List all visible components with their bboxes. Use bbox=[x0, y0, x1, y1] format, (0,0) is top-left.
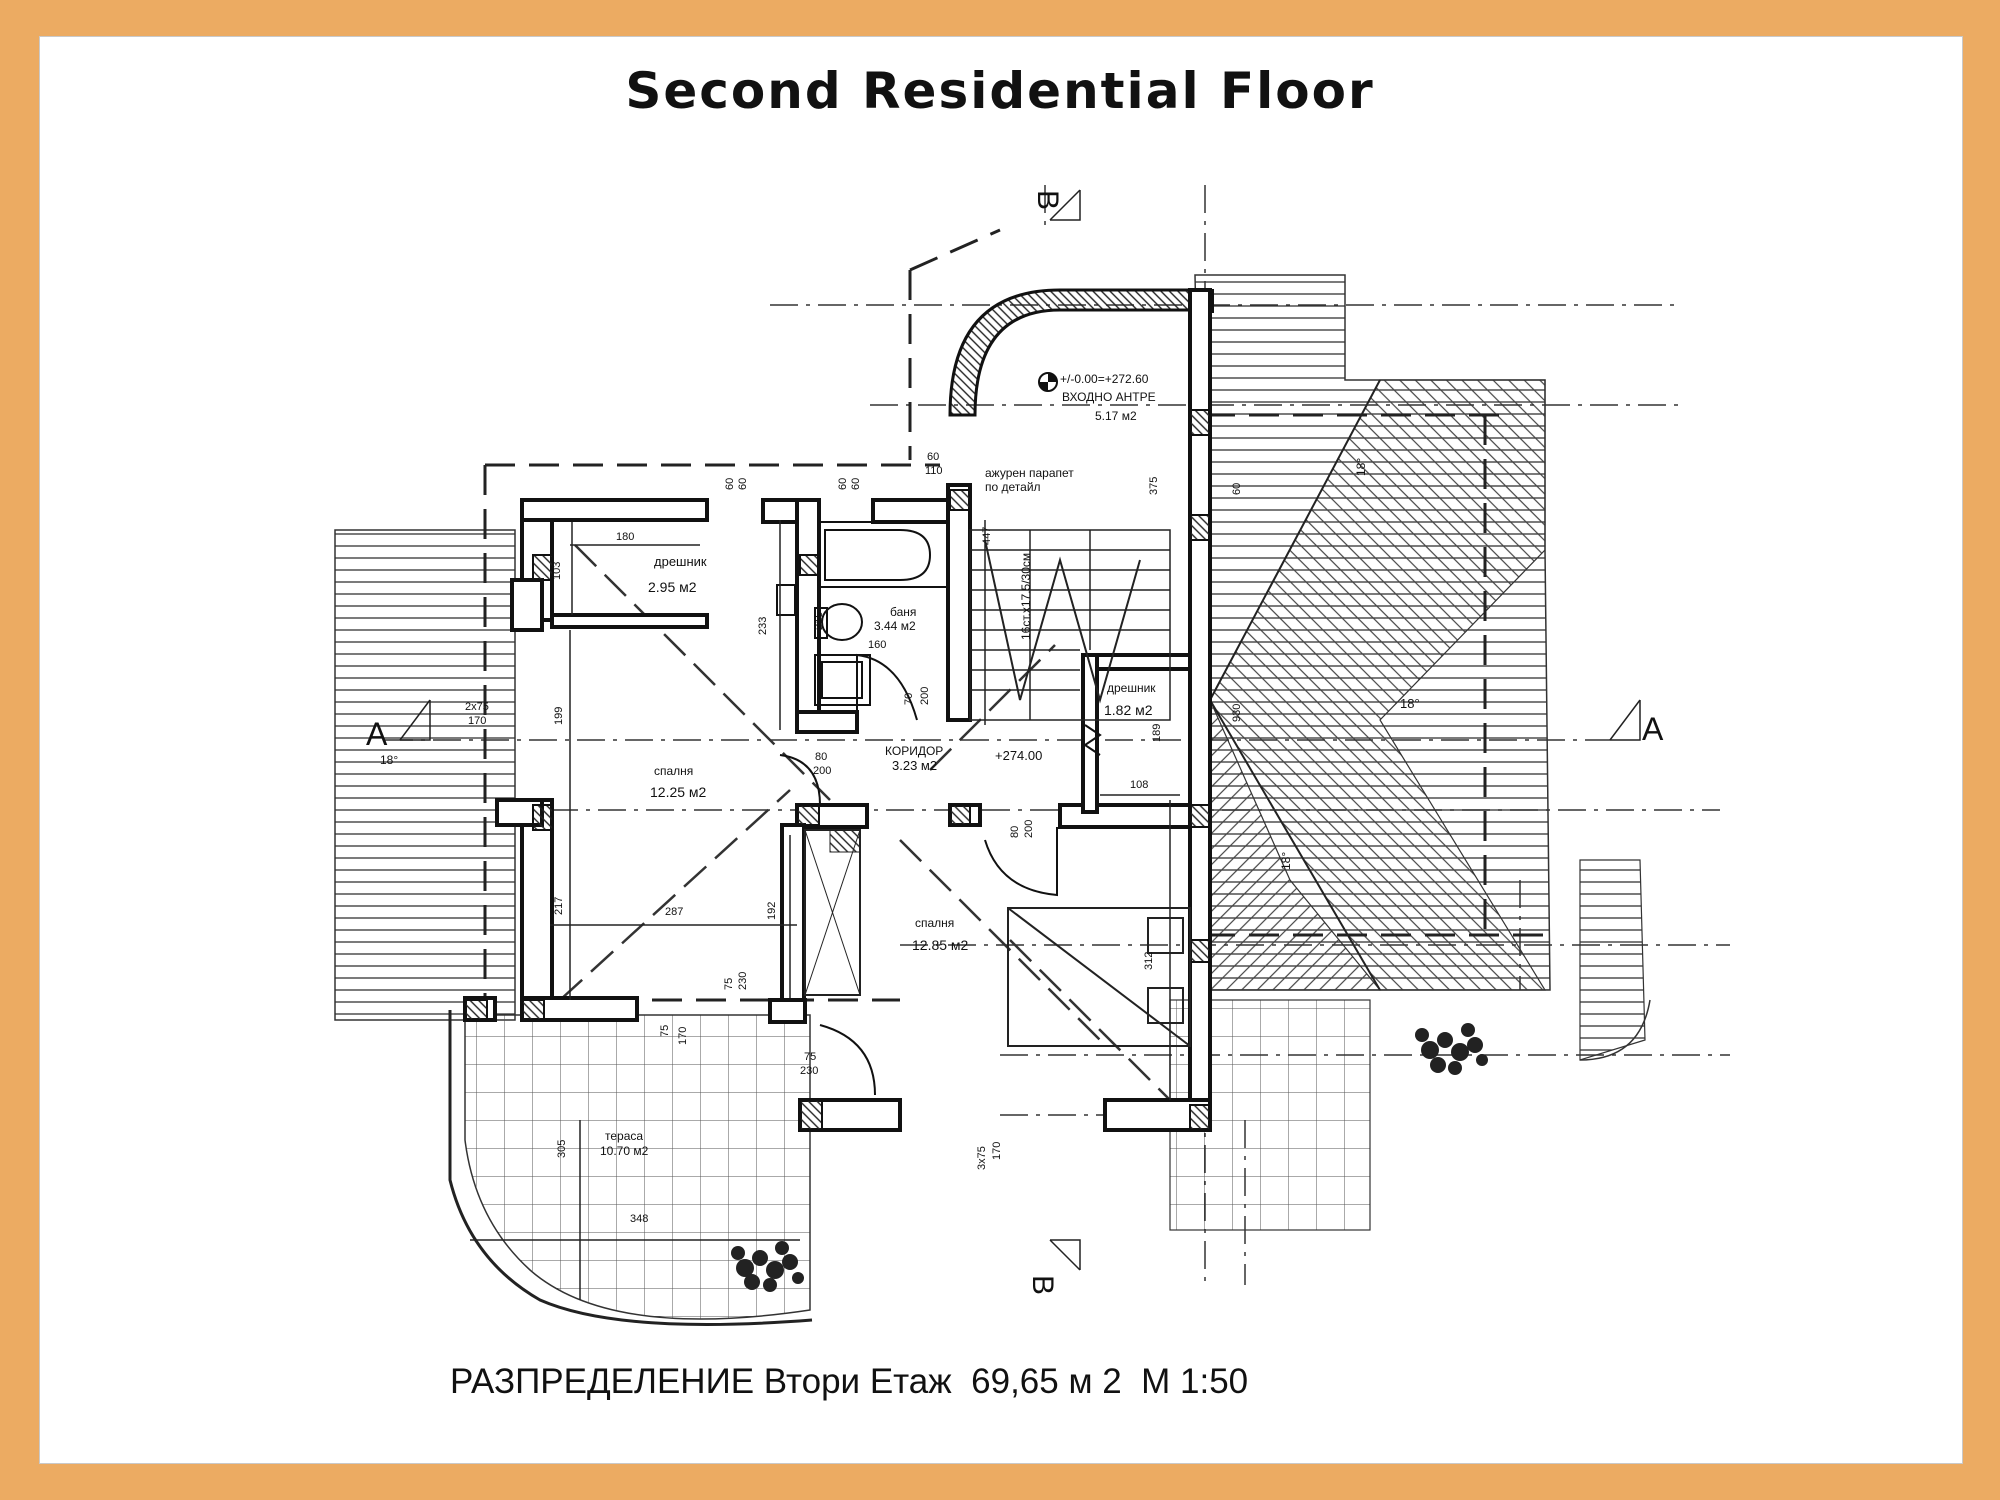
dim-60f: 60 bbox=[1231, 483, 1243, 495]
dim-60d: 60 bbox=[837, 478, 849, 490]
bedroom-1-name: спалня bbox=[654, 764, 693, 778]
dim-215: 215 bbox=[813, 612, 825, 630]
dim-75c: 75 bbox=[804, 1051, 816, 1063]
page-title: Second Residential Floor bbox=[625, 62, 1375, 120]
closet-2-name: дрешник bbox=[1107, 681, 1156, 695]
parapet-note-2: по детайл bbox=[985, 480, 1041, 494]
projection-lines bbox=[559, 544, 1191, 1121]
dimension-labels: 60 110 60 60 60 60 180 103 233 215 160 7… bbox=[465, 451, 1243, 1225]
bathroom-fixtures bbox=[776, 521, 949, 706]
closet-2-area: 1.82 м2 bbox=[1104, 702, 1153, 718]
dim-217: 217 bbox=[553, 897, 565, 915]
bedroom-2-name: спалня bbox=[915, 916, 954, 930]
section-label-b-bottom: B bbox=[1026, 1275, 1059, 1295]
plant-right bbox=[1415, 1023, 1488, 1075]
dim-375: 375 bbox=[1148, 477, 1160, 495]
entrance-area: 5.17 м2 bbox=[1095, 409, 1137, 423]
section-label-a-left: A bbox=[366, 716, 388, 752]
bedroom-1-area: 12.25 м2 bbox=[650, 784, 707, 800]
closet-1-name: дрешник bbox=[654, 554, 707, 569]
dim-70: 70 bbox=[903, 693, 915, 705]
section-marker-bottom: B bbox=[1026, 1239, 1081, 1295]
dim-447: 447 bbox=[981, 527, 993, 545]
dim-103: 103 bbox=[551, 562, 563, 580]
roof-left bbox=[334, 529, 516, 1021]
plan-caption: РАЗПРЕДЕЛЕНИЕ Втори Етаж 69,65 м 2 М 1:5… bbox=[450, 1362, 1249, 1401]
dimension-lines bbox=[470, 520, 1180, 1300]
terrace-name: тераса bbox=[605, 1129, 643, 1143]
dim-305: 305 bbox=[556, 1140, 568, 1158]
section-marker-top: B bbox=[1031, 189, 1081, 221]
dim-230a: 230 bbox=[737, 972, 749, 990]
dim-160: 160 bbox=[868, 639, 886, 651]
section-marker-left: A bbox=[366, 699, 431, 752]
skylight bbox=[1007, 907, 1191, 1047]
section-marker-right: A bbox=[1609, 699, 1664, 747]
dim-3x75: 3х75 bbox=[976, 1146, 988, 1170]
bathroom-name: баня bbox=[890, 605, 916, 619]
dim-200a: 200 bbox=[919, 687, 931, 705]
dim-233: 233 bbox=[757, 617, 769, 635]
dim-60e: 60 bbox=[850, 478, 862, 490]
closet-1-area: 2.95 м2 bbox=[648, 579, 697, 595]
stair-label: 16ст.х17.5/30см bbox=[1019, 553, 1033, 640]
doors bbox=[779, 653, 1102, 1096]
dim-108: 108 bbox=[1130, 779, 1148, 791]
dim-80a: 80 bbox=[815, 751, 827, 763]
terrace-floor bbox=[448, 1010, 813, 1326]
roof-right bbox=[1194, 274, 1551, 991]
dim-200b: 200 bbox=[813, 765, 831, 777]
dim-170a: 170 bbox=[468, 715, 486, 727]
stairs bbox=[969, 529, 1171, 721]
elevation-marker bbox=[1038, 372, 1058, 392]
dim-180: 180 bbox=[616, 531, 634, 543]
dim-75b: 75 bbox=[659, 1025, 671, 1037]
corridor-elevation: +274.00 bbox=[995, 748, 1042, 763]
dim-192: 192 bbox=[766, 902, 778, 920]
dim-200c: 200 bbox=[1023, 820, 1035, 838]
dim-230b: 230 bbox=[800, 1065, 818, 1077]
wall-posts bbox=[464, 409, 1211, 1131]
corridor-name: КОРИДОР bbox=[885, 744, 943, 758]
dim-80b: 80 bbox=[1009, 826, 1021, 838]
dim-348: 348 bbox=[630, 1213, 648, 1225]
bathroom-area: 3.44 м2 bbox=[874, 619, 916, 633]
dim-287: 287 bbox=[665, 906, 683, 918]
corridor-area: 3.23 м2 bbox=[892, 758, 937, 773]
dim-170b: 170 bbox=[677, 1027, 689, 1045]
dim-60c: 60 bbox=[737, 478, 749, 490]
wardrobe bbox=[804, 829, 861, 996]
room-labels: +/-0.00=+272.60 ВХОДНО АНТРЕ 5.17 м2 ажу… bbox=[380, 372, 1420, 1158]
dim-60a: 60 bbox=[927, 451, 939, 463]
dim-60b: 60 bbox=[724, 478, 736, 490]
section-label-a-right: A bbox=[1642, 711, 1664, 747]
roof-slope-top: 18° bbox=[1354, 458, 1368, 476]
roof-slope-mid: 18° bbox=[1279, 852, 1293, 870]
dim-930: 930 bbox=[1231, 704, 1243, 722]
roof-slope-right: 18° bbox=[1400, 696, 1420, 711]
plant-terrace bbox=[731, 1241, 804, 1292]
entrance-elevation: +/-0.00=+272.60 bbox=[1060, 372, 1149, 386]
dim-189: 189 bbox=[1151, 724, 1163, 742]
section-label-b-top: B bbox=[1031, 190, 1064, 210]
parapet-note-1: ажурен парапет bbox=[985, 466, 1074, 480]
dim-170c: 170 bbox=[991, 1142, 1003, 1160]
dim-2x75: 2х75 bbox=[465, 701, 489, 713]
terrace-area: 10.70 м2 bbox=[600, 1144, 649, 1158]
dim-110: 110 bbox=[925, 465, 943, 477]
entrance-name: ВХОДНО АНТРЕ bbox=[1062, 390, 1156, 404]
bedroom-2-area: 12.85 м2 bbox=[912, 937, 969, 953]
dim-199: 199 bbox=[553, 707, 565, 725]
dim-75a: 75 bbox=[723, 978, 735, 990]
dim-312: 312 bbox=[1143, 952, 1155, 970]
roof-slope-left: 18° bbox=[380, 753, 398, 767]
